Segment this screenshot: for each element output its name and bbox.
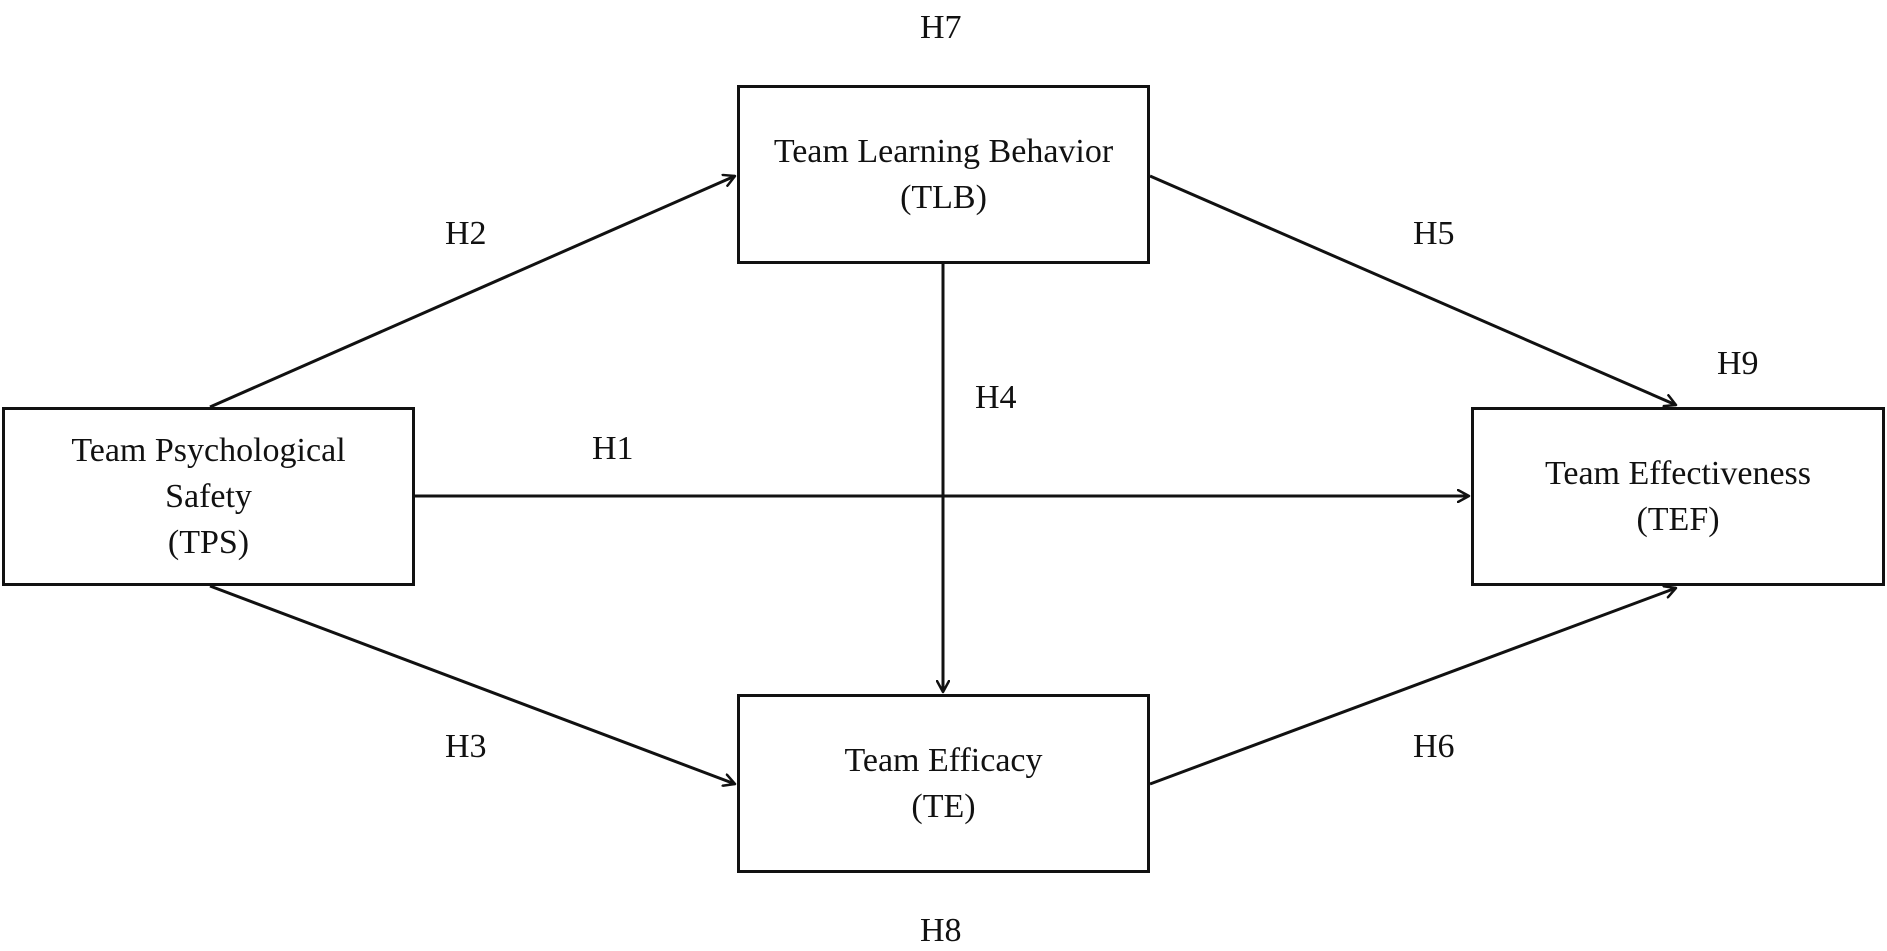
arrow-te-to-tef <box>1149 588 1676 786</box>
hypothesis-label-h6: H6 <box>1413 728 1455 765</box>
construct-label-tps-line1: Team Psychological <box>71 431 346 469</box>
construct-label-tef: Team Effectiveness <box>1544 454 1812 492</box>
hypothesis-label-h8: H8 <box>920 912 962 949</box>
construct-abbr-tps: (TPS) <box>167 523 250 561</box>
construct-box-te: Team Efficacy (TE) <box>737 694 1150 873</box>
hypothesis-label-h5: H5 <box>1413 215 1455 252</box>
hypothesis-label-h7: H7 <box>920 9 962 46</box>
construct-label-tlb: Team Learning Behavior <box>773 132 1114 170</box>
hypothesis-label-h2: H2 <box>445 215 487 252</box>
arrow-tlb-to-tef <box>1149 174 1676 405</box>
arrow-tps-to-tlb <box>209 176 735 409</box>
hypothesis-label-h3: H3 <box>445 728 487 765</box>
construct-abbr-te: (TE) <box>911 787 976 825</box>
construct-box-tps: Team Psychological Safety (TPS) <box>2 407 415 586</box>
hypothesis-label-h1: H1 <box>592 430 634 467</box>
hypothesis-label-h4: H4 <box>975 379 1017 416</box>
construct-abbr-tlb: (TLB) <box>900 178 987 216</box>
construct-label-tps-line2: Safety <box>165 477 252 515</box>
hypothesis-label-h9: H9 <box>1717 345 1759 382</box>
construct-label-te: Team Efficacy <box>844 741 1043 779</box>
construct-abbr-tef: (TEF) <box>1636 500 1720 538</box>
arrow-tps-to-te <box>209 584 735 784</box>
construct-box-tef: Team Effectiveness (TEF) <box>1471 407 1885 586</box>
construct-box-tlb: Team Learning Behavior (TLB) <box>737 85 1150 264</box>
